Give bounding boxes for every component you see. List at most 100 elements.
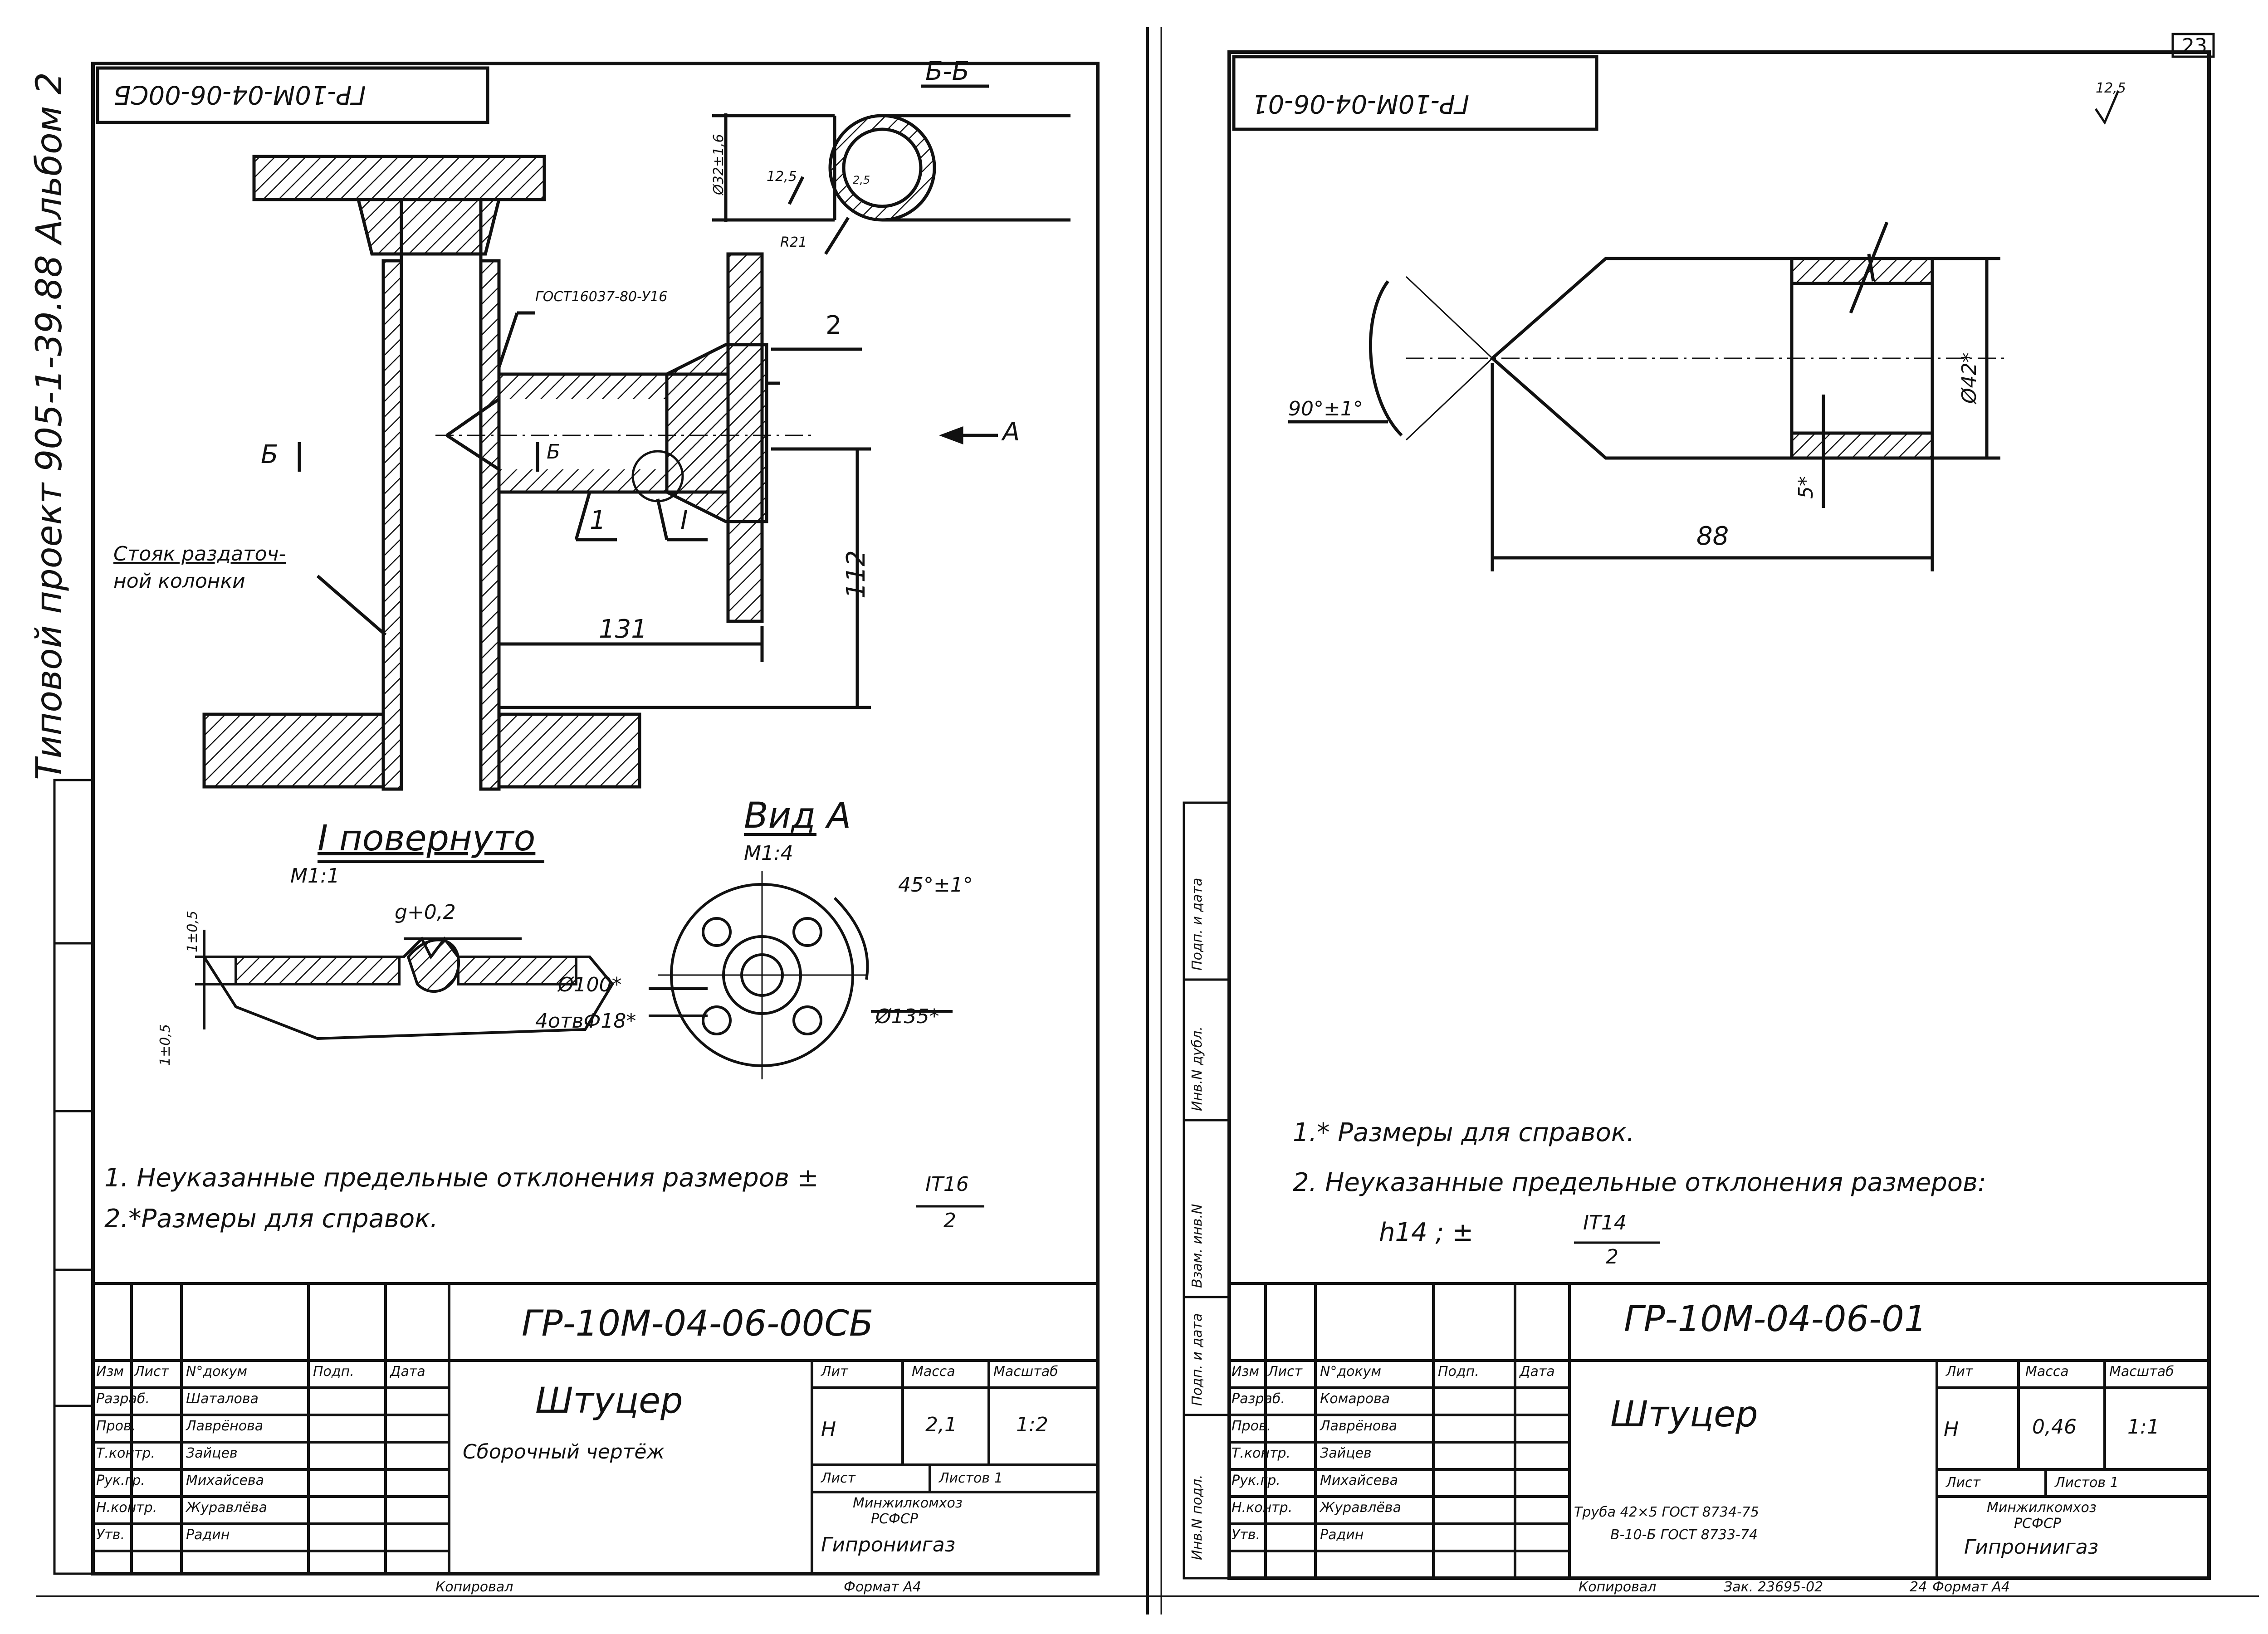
left-code-box (96, 66, 489, 124)
left-detail-scale: М1:1 (290, 864, 340, 888)
right-tb-name-4: Михайсева (1320, 1473, 1398, 1488)
left-tb-head-3: N°докум (186, 1364, 248, 1380)
right-code-box (1232, 55, 1598, 131)
sheet-frames (36, 27, 2259, 1614)
right-roughness: 12,5 (2096, 80, 2126, 96)
left-tb-mass: 2,1 (925, 1413, 957, 1436)
left-view-scale: М1:4 (744, 842, 793, 865)
left-tb-org-3: Гипрониигаз (821, 1533, 956, 1556)
left-tb-role-3: Т.контр. (96, 1445, 156, 1461)
right-part-view (1288, 90, 2120, 571)
left-tb-head-1: Изм (96, 1364, 124, 1380)
left-detail-dim-2: g+0,2 (395, 901, 456, 924)
left-tb-role-4: Рук.гр. (96, 1473, 145, 1488)
left-view-dim-angle: 45°±1° (898, 873, 973, 897)
right-dim-5: 5* (1794, 476, 1818, 499)
right-tb-role-6: Утв. (1232, 1527, 1260, 1543)
page-number-box (2171, 33, 2215, 58)
right-tb-org-3: Гипрониигаз (1964, 1536, 2099, 1559)
right-tb-lit: Н (1944, 1418, 1959, 1441)
right-side-stamp (1183, 801, 1231, 1580)
side-stamp-field-2: Подп. и дата (1189, 1313, 1205, 1406)
left-weld-note: ГОСТ16037-80-У16 (535, 289, 668, 305)
left-tb-role-2: Пров. (96, 1418, 136, 1434)
left-riser-label-2: ной колонки (113, 570, 245, 593)
left-detail-title: I повернуто (318, 818, 536, 859)
left-note-2: 2.*Размеры для справок. (104, 1204, 438, 1234)
right-title-block-grid (1229, 1282, 2209, 1578)
left-tb-org-2: РСФСР (871, 1511, 918, 1527)
right-tb-code: ГР-10М-04-06-01 (1624, 1299, 1927, 1340)
left-title-block-grid (93, 1282, 1098, 1574)
left-tb-col-mass: Масса (912, 1364, 955, 1380)
left-tb-sheet: Лист (821, 1470, 856, 1486)
left-note-1: 1. Неуказанные предельные отклонения раз… (104, 1163, 819, 1193)
left-detail-dim-3: 1±0,5 (157, 1024, 173, 1066)
right-tb-name-2: Лаврёнова (1320, 1418, 1398, 1434)
left-tb-col-lit: Лит (821, 1364, 848, 1380)
right-tb-sheets: Листов 1 (2055, 1475, 2119, 1491)
left-section-dim-2: 12,5 (767, 169, 797, 185)
right-tb-scale: 1:1 (2127, 1415, 2160, 1439)
side-stamp-title: Типовой проект 905-1-39.88 Альбом 2 (29, 72, 70, 780)
left-callout-i: I (680, 506, 688, 535)
left-tb-name-4: Михайсева (186, 1473, 264, 1488)
right-tb-material-1: Труба 42×5 ГОСТ 8734-75 (1574, 1504, 1759, 1520)
left-tb-head-4: Подп. (313, 1364, 354, 1380)
right-tb-role-5: Н.контр. (1232, 1500, 1293, 1516)
side-stamp-field-1: Инв.N подл. (1189, 1474, 1205, 1560)
left-tb-name-1: Шаталова (186, 1391, 259, 1407)
right-dim-d42: Ø42* (1958, 352, 1981, 404)
right-dim-88: 88 (1696, 522, 1729, 551)
left-tb-org-1: Минжилкомхоз (853, 1495, 963, 1511)
left-view-title: Вид А (744, 795, 851, 836)
left-dim-112: 112 (841, 550, 871, 599)
left-view-a (649, 833, 953, 1079)
right-tb-head-5: Дата (1520, 1364, 1555, 1380)
left-tb-role-1: Разраб. (96, 1391, 150, 1407)
right-tb-copied: Копировал (1579, 1579, 1657, 1595)
left-section-dim-1: Ø32±1,6 (711, 134, 727, 195)
left-tb-name-2: Лаврёнова (186, 1418, 264, 1434)
left-assembly-view (202, 155, 998, 791)
right-tb-format: Формат А4 (1932, 1579, 2010, 1595)
right-tb-role-3: Т.контр. (1232, 1445, 1291, 1461)
right-tb-name-5: Журавлёва (1320, 1500, 1401, 1516)
left-tol-den: 2 (943, 1209, 956, 1232)
left-tb-head-2: Лист (134, 1364, 169, 1380)
left-detail-dim-1: 1±0,5 (185, 911, 200, 952)
left-section-bb (712, 84, 1070, 255)
right-tb-role-2: Пров. (1232, 1418, 1271, 1434)
left-tb-col-scale: Масштаб (993, 1364, 1058, 1380)
side-stamp-field-5: Подп. и дата (1189, 878, 1205, 971)
right-tb-mass: 0,46 (2032, 1415, 2077, 1439)
left-tol-num: IT16 (925, 1173, 969, 1196)
left-tb-scale: 1:2 (1016, 1413, 1048, 1436)
left-tb-sheets: Листов 1 (939, 1470, 1003, 1486)
right-tb-org-1: Минжилкомхоз (1987, 1500, 2097, 1516)
left-section-mark-2: Б (547, 440, 561, 463)
left-callout-1: 1 (590, 506, 606, 535)
left-tb-name: Штуцер (535, 1380, 683, 1421)
side-stamp-field-3: Взам. инв.N (1189, 1204, 1205, 1288)
left-section-mark-1: Б (261, 440, 279, 469)
right-tb-head-1: Изм (1232, 1364, 1260, 1380)
left-tb-head-5: Дата (390, 1364, 425, 1380)
left-dim-131: 131 (599, 615, 647, 644)
right-tol-line: h14 ; ± (1379, 1218, 1474, 1247)
right-tb-col-lit: Лит (1946, 1364, 1973, 1380)
right-tb-copied-ref: Зак. 23695-02 (1724, 1579, 1823, 1595)
right-tb-material-2: В-10-Б ГОСТ 8733-74 (1610, 1527, 1758, 1543)
left-side-stamp (53, 779, 94, 1575)
left-tb-subtitle: Сборочный чертёж (463, 1440, 665, 1463)
left-section-label: Б-Б (925, 57, 970, 86)
left-tb-role-6: Утв. (96, 1527, 125, 1543)
left-tb-role-5: Н.контр. (96, 1500, 157, 1516)
left-tb-copied: Копировал (435, 1579, 513, 1595)
right-tb-name-1: Комарова (1320, 1391, 1390, 1407)
side-stamp-field-4: Инв.N дубл. (1189, 1026, 1205, 1111)
right-note-2: 2. Неуказанные предельные отклонения раз… (1293, 1168, 1986, 1197)
right-note-1: 1.* Размеры для справок. (1293, 1118, 1635, 1147)
right-tb-head-3: N°докум (1320, 1364, 1382, 1380)
